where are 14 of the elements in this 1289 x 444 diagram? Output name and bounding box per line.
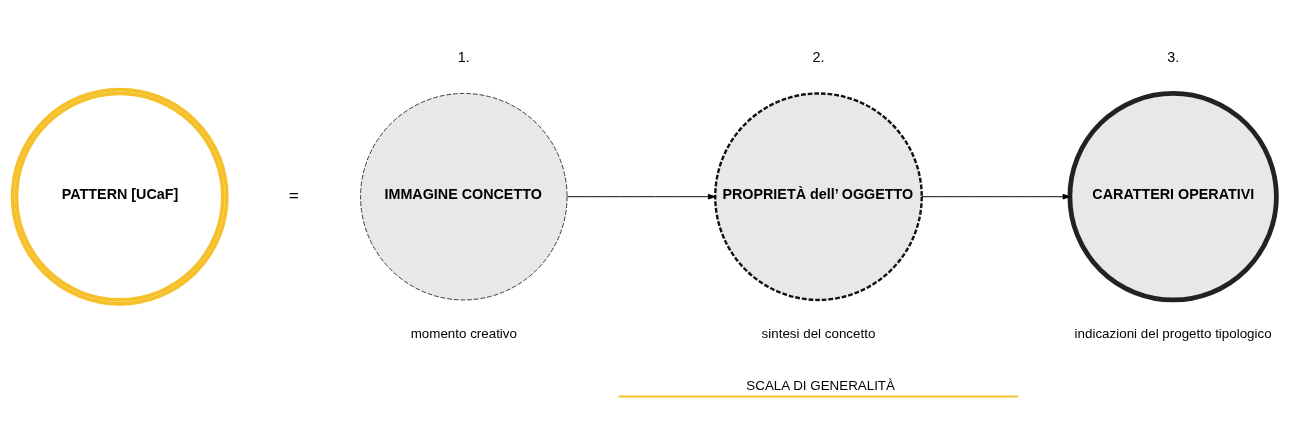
node-circle: PATTERN [UCaF]	[10, 87, 229, 306]
arrow	[566, 193, 716, 199]
node-label: 3.	[1167, 48, 1180, 65]
node-label: momento creativo	[410, 325, 517, 341]
node-label: sintesi del concetto	[761, 325, 876, 341]
node-circle: IMMAGINE CONCETTO	[360, 92, 568, 300]
node-label: 1.	[457, 48, 470, 65]
node-label: indicazioni del progetto tipologico	[1074, 325, 1272, 341]
node-circle: PROPRIETÀ dell’ OGGETTO	[714, 91, 923, 301]
node-circle: CARATTERI OPERATIVI	[1067, 90, 1279, 302]
arrow	[921, 193, 1071, 199]
label: SCALA DI GENERALITÀ	[746, 377, 895, 393]
label: =	[288, 184, 299, 205]
node-label: 2.	[812, 48, 825, 65]
